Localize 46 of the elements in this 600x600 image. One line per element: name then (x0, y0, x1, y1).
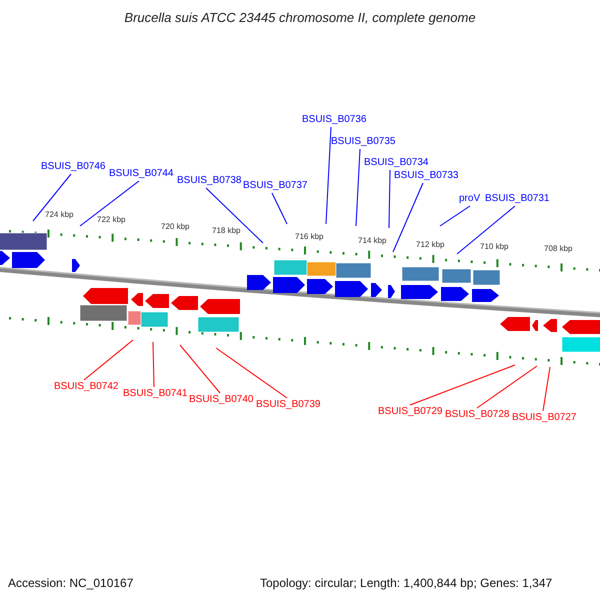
gene-label: BSUIS_B0734 (364, 157, 428, 169)
leader-line (80, 180, 140, 226)
leader-line (326, 126, 332, 224)
gene-label: BSUIS_B0733 (394, 170, 458, 182)
gene-label: BSUIS_B0742 (54, 381, 118, 393)
info-text: Accession: NC_010167 (8, 576, 134, 591)
scale-label: 718 kbp (212, 226, 240, 236)
gene-label: BSUIS_B0744 (109, 168, 174, 180)
map-title: Brucella suis ATCC 23445 chromosome II, complete genome (123, 10, 477, 26)
leader-line (456, 206, 516, 254)
leader-line (84, 340, 134, 380)
gene-label: BSUIS_B0738 (177, 175, 242, 187)
leader-line (542, 366, 550, 412)
gene-label: BSUIS_B0736 (302, 114, 366, 126)
scale-label: 710 kbp (480, 242, 508, 252)
info-text: Topology: circular; Length: 1,400,844 bp; Genes: 1,347 (260, 576, 552, 591)
scale-label: 722 kbp (97, 215, 126, 225)
leader-line (216, 348, 288, 398)
leader-line (388, 170, 390, 228)
scale-label: 712 kbp (416, 240, 444, 250)
leader-line (180, 344, 220, 394)
gene-label: BSUIS_B0739 (256, 399, 320, 411)
gene-label: proV (459, 193, 480, 205)
leader-line (356, 148, 360, 226)
scale-label: 720 kbp (161, 222, 190, 232)
scale-label: 724 kbp (45, 210, 74, 220)
leader-line (440, 206, 470, 226)
leader-line (32, 174, 72, 222)
leader-line (410, 364, 516, 406)
leader-line (272, 192, 288, 224)
leader-line (152, 342, 154, 388)
gene-label: BSUIS_B0729 (378, 406, 442, 418)
gene-label: BSUIS_B0728 (445, 409, 510, 421)
gene-label: BSUIS_B0735 (331, 136, 396, 148)
scale-label: 714 kbp (358, 236, 386, 246)
leader-line (476, 366, 538, 408)
leader-line (392, 182, 424, 252)
gene-label: BSUIS_B0740 (189, 394, 254, 406)
scale-label: 708 kbp (544, 244, 572, 254)
gene-label: BSUIS_B0737 (243, 180, 308, 192)
gene-label: BSUIS_B0741 (123, 388, 188, 400)
scale-label: 716 kbp (295, 232, 324, 242)
gene-label: BSUIS_B0746 (41, 161, 106, 173)
gene-label: BSUIS_B0727 (512, 412, 576, 424)
leader-line (206, 188, 264, 244)
gene-label: BSUIS_B0731 (485, 193, 550, 205)
